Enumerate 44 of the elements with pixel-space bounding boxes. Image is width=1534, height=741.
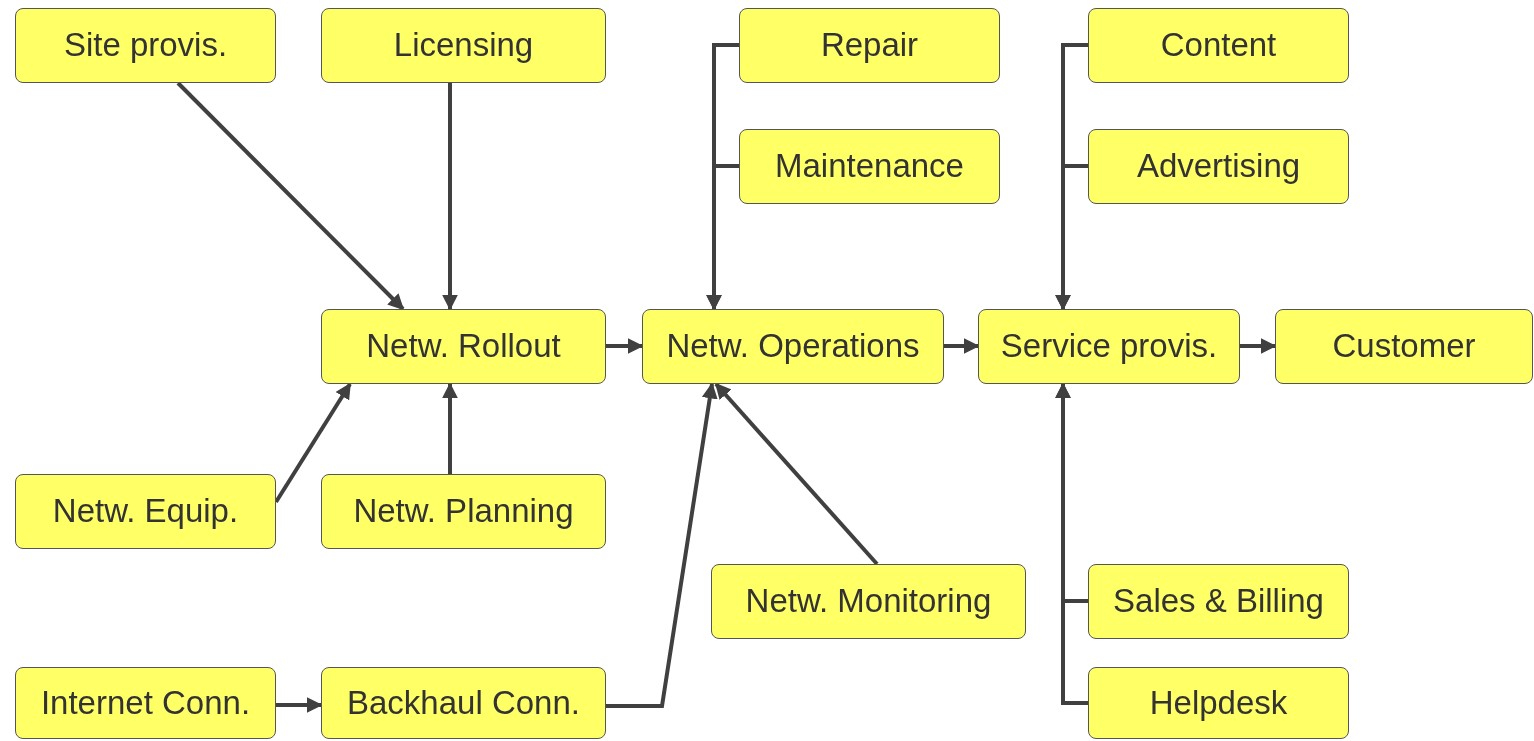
box-label: Licensing bbox=[393, 27, 534, 64]
process-box bbox=[321, 8, 606, 83]
arrow bbox=[944, 338, 980, 354]
arrow bbox=[442, 83, 458, 311]
process-box bbox=[1275, 309, 1533, 384]
process-box bbox=[1088, 564, 1349, 639]
arrow bbox=[1240, 338, 1277, 354]
arrow bbox=[274, 382, 352, 504]
box-label: Backhaul Conn. bbox=[347, 684, 580, 722]
process-box bbox=[642, 309, 944, 384]
arrow bbox=[276, 697, 323, 713]
box-label: Content bbox=[1160, 27, 1277, 64]
process-box bbox=[1088, 8, 1349, 83]
box-label: Netw. Planning bbox=[353, 493, 574, 530]
process-box bbox=[15, 474, 276, 549]
arrow bbox=[606, 382, 718, 708]
box-label: Netw. Operations bbox=[666, 328, 920, 365]
box-label: Internet Conn. bbox=[40, 684, 251, 722]
box-label: Advertising bbox=[1136, 148, 1301, 185]
box-label: Repair bbox=[820, 27, 919, 64]
box-label: Site provis. bbox=[63, 27, 228, 64]
box-label: Netw. Monitoring bbox=[745, 583, 992, 620]
process-box bbox=[321, 667, 606, 739]
box-label: Customer bbox=[1332, 328, 1476, 365]
box-label: Service provis. bbox=[1000, 328, 1218, 365]
box-label: Sales & Billing bbox=[1113, 583, 1324, 620]
box-label: Netw. Equip. bbox=[52, 493, 239, 530]
process-box bbox=[1088, 667, 1349, 739]
arrow bbox=[606, 338, 644, 354]
arrow bbox=[176, 81, 405, 311]
process-box bbox=[978, 309, 1240, 384]
process-box bbox=[321, 309, 606, 384]
process-box bbox=[739, 8, 1000, 83]
process-box bbox=[1088, 129, 1349, 204]
process-box bbox=[15, 8, 276, 83]
process-box bbox=[711, 564, 1026, 639]
arrow bbox=[442, 382, 458, 474]
process-box bbox=[15, 667, 276, 739]
process-box bbox=[321, 474, 606, 549]
arrow bbox=[714, 382, 879, 566]
process-box bbox=[739, 129, 1000, 204]
box-label: Netw. Rollout bbox=[366, 328, 561, 365]
box-label: Maintenance bbox=[775, 148, 964, 185]
box-label: Helpdesk bbox=[1149, 684, 1288, 722]
